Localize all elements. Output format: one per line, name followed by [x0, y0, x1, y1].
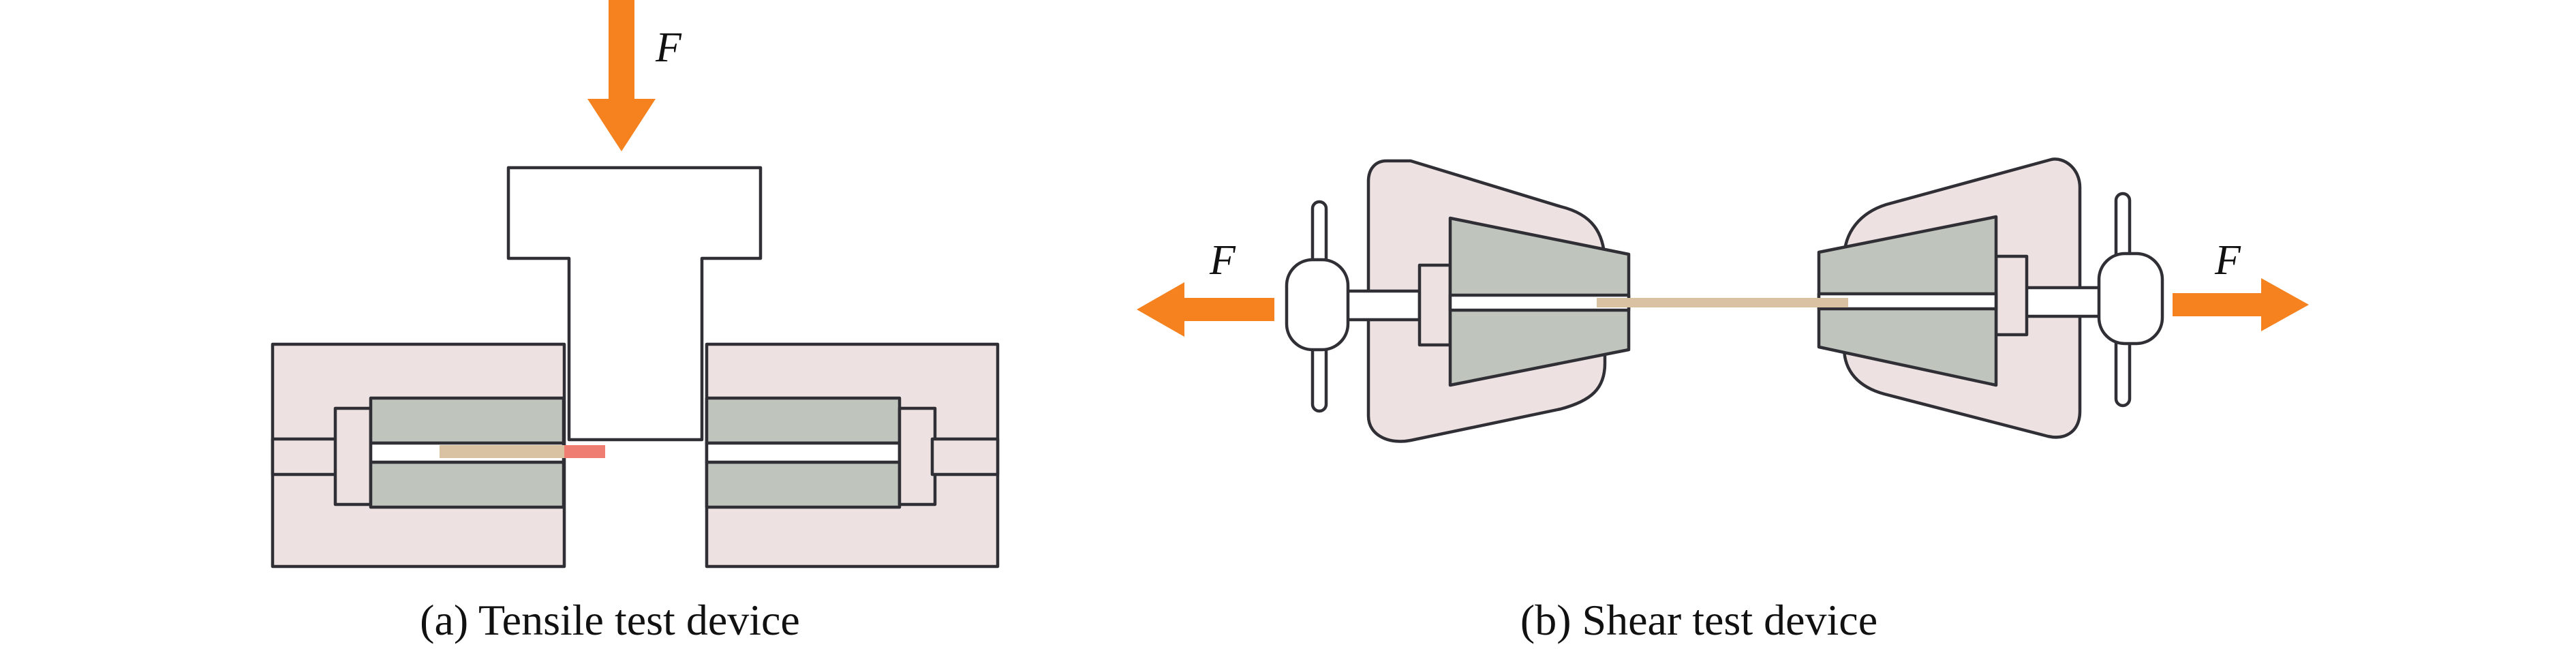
right-housing-port [930, 437, 1000, 476]
right-clamp-block [898, 406, 937, 506]
tensile-specimen-highlight [564, 445, 605, 458]
right-force-arrow-shaft [2173, 293, 2261, 316]
right-connecting-rod [2023, 286, 2104, 318]
panel-b-right-force-label: F [2214, 237, 2241, 284]
right-tensile-grip-assembly [705, 342, 1000, 569]
right-lower-jaw [705, 460, 902, 509]
left-force-arrow [1137, 282, 1274, 337]
panel-a-tensile-test-device: F (a) Tensile test device [271, 0, 1000, 644]
right-force-arrow [2173, 278, 2309, 331]
downward-force-arrow-head [587, 99, 656, 151]
downward-force-arrow-shaft [609, 0, 634, 99]
right-force-arrow-head [2261, 278, 2309, 331]
left-connecting-rod [1340, 289, 1422, 322]
panel-a-force-label: F [655, 25, 682, 71]
left-tensile-grip-assembly [271, 342, 605, 569]
downward-force-arrow [587, 0, 656, 151]
panel-b-caption: (b) Shear test device [1520, 596, 1877, 644]
left-knob [1285, 258, 1350, 352]
left-housing-port [271, 437, 340, 476]
right-knob [2097, 252, 2164, 346]
left-jaw-block [1417, 263, 1452, 347]
left-shear-grip-assembly [1285, 159, 1631, 443]
panel-b-left-force-label: F [1209, 237, 1236, 284]
t-shaped-punch [506, 166, 763, 442]
left-clamp-block [333, 406, 373, 506]
right-jaw-block [1994, 254, 2029, 337]
right-upper-jaw [705, 396, 902, 445]
left-upper-jaw [369, 396, 566, 445]
tensile-specimen [440, 445, 574, 458]
right-shear-grip-assembly [1817, 157, 2164, 439]
shear-specimen-overlay [1597, 298, 1848, 307]
left-force-arrow-shaft [1184, 298, 1274, 321]
left-force-arrow-head [1137, 282, 1184, 337]
panel-b-shear-test-device: F F [1137, 157, 2309, 644]
left-lower-jaw [369, 460, 566, 509]
right-specimen-gap [705, 441, 902, 464]
panel-a-caption: (a) Tensile test device [420, 596, 800, 644]
